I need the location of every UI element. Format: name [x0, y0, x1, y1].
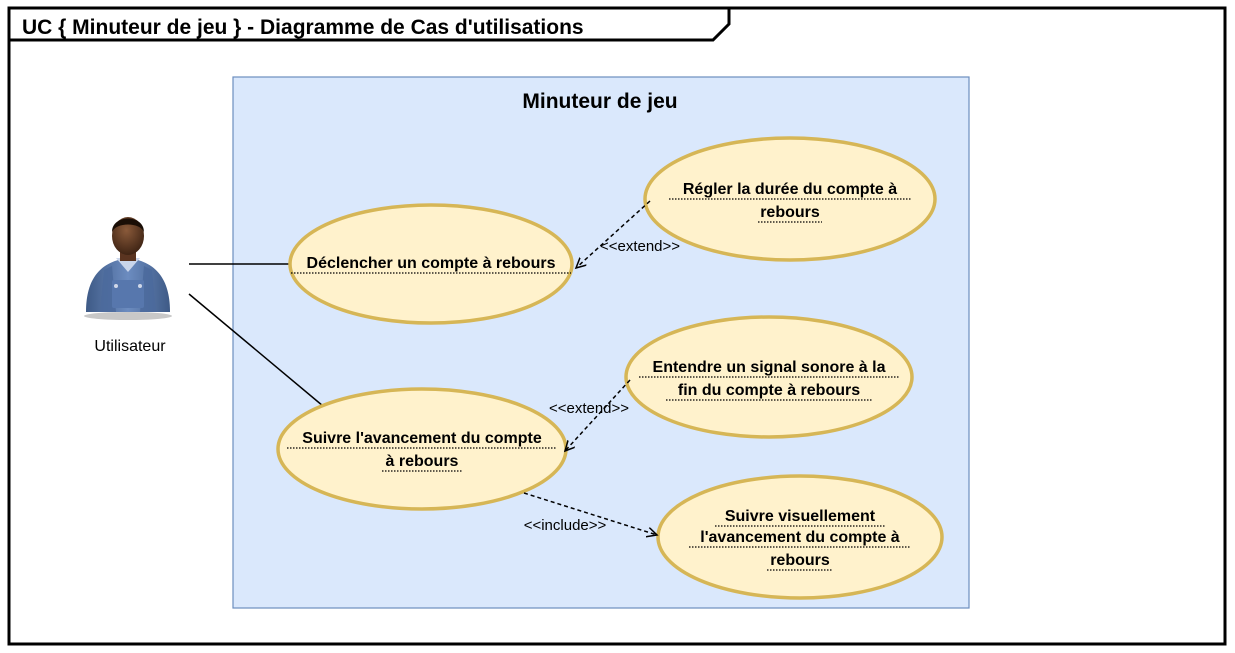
use-case-entendre-label-line2: fin du compte à rebours — [678, 382, 860, 399]
use-case-regler-label-line2: rebours — [760, 204, 820, 221]
frame-title-tab — [9, 8, 731, 42]
actor-label: Utilisateur — [94, 338, 166, 355]
extend-regler-label: <<extend>> — [600, 238, 680, 255]
include-visuel-arrow — [523, 492, 657, 535]
use-case-regler-label-line1: Régler la durée du compte à — [683, 181, 897, 198]
extend-entendre-label: <<extend>> — [549, 400, 629, 417]
extend-regler-arrow — [576, 200, 651, 268]
use-case-suivre-label-line2: à rebours — [386, 453, 459, 470]
use-case-suivre-label-line1: Suivre l'avancement du compte — [302, 430, 542, 447]
use-case-visuel[interactable]: Suivre visuellement l'avancement du comp… — [656, 474, 944, 600]
include-visuel-label: <<include>> — [524, 517, 607, 534]
use-case-visuel-label-line1: Suivre visuellement — [725, 508, 876, 525]
user-worker-icon — [84, 217, 172, 320]
use-case-declencher[interactable]: Déclencher un compte à rebours — [288, 203, 574, 325]
use-case-visuel-label-line3: rebours — [770, 552, 830, 569]
system-title: Minuteur de jeu — [522, 90, 677, 113]
use-case-regler[interactable]: Régler la durée du compte à rebours — [643, 136, 937, 262]
frame-title: UC { Minuteur de jeu } - Diagramme de Ca… — [22, 16, 584, 39]
association-suivre — [188, 293, 324, 407]
extend-entendre-arrow — [565, 379, 631, 451]
use-case-visuel-label-line2: l'avancement du compte à — [700, 529, 900, 546]
use-case-entendre[interactable]: Entendre un signal sonore à la fin du co… — [624, 315, 914, 439]
use-case-declencher-label: Déclencher un compte à rebours — [307, 255, 556, 272]
use-case-entendre-label-line1: Entendre un signal sonore à la — [653, 359, 886, 376]
actor-utilisateur[interactable]: Utilisateur — [84, 217, 172, 355]
use-case-suivre[interactable]: Suivre l'avancement du compte à rebours — [276, 387, 568, 511]
